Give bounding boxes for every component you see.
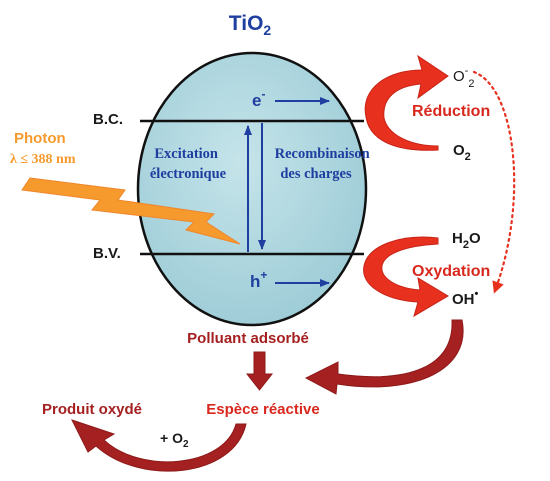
hydroxyl-label: OH•	[452, 288, 479, 308]
reactive-species-label: Espèce réactive	[206, 401, 319, 418]
reduction-arrow	[364, 54, 449, 151]
superoxide-label: O-2	[453, 65, 474, 90]
pollutant-adsorbed-label: Polluant adsorbé	[187, 330, 309, 347]
valence-band-label: B.V.	[93, 245, 121, 262]
superoxide-to-hydroxyl-arrow	[472, 70, 516, 294]
title: TiO2	[229, 12, 272, 38]
photon-wavelength: λ ≤ 388 nm	[10, 152, 76, 167]
excitation-label: Excitation électronique	[150, 146, 227, 182]
conduction-band-label: B.C.	[93, 111, 123, 128]
hole-label: h+	[250, 268, 267, 291]
reduction-label: Réduction	[412, 103, 490, 120]
oxidized-product-label: Produit oxydé	[42, 401, 142, 418]
photon-lightning-icon	[21, 177, 241, 245]
oxygen-label: O2	[453, 142, 471, 163]
recombination-label: Recombinaison des charges	[275, 146, 374, 182]
pollutant-down-arrow	[245, 351, 274, 391]
water-label: H2O	[452, 230, 481, 251]
oxidation-label: Oxydation	[412, 263, 490, 280]
photon-label: Photon	[14, 130, 66, 147]
oxidation-arrow	[363, 236, 449, 318]
hydroxyl-to-reactive-arrow	[304, 319, 464, 395]
electron-label: e-	[252, 87, 265, 110]
oxygen-addition-label: + O2	[160, 430, 189, 450]
reactive-to-product-arrow	[71, 419, 247, 472]
